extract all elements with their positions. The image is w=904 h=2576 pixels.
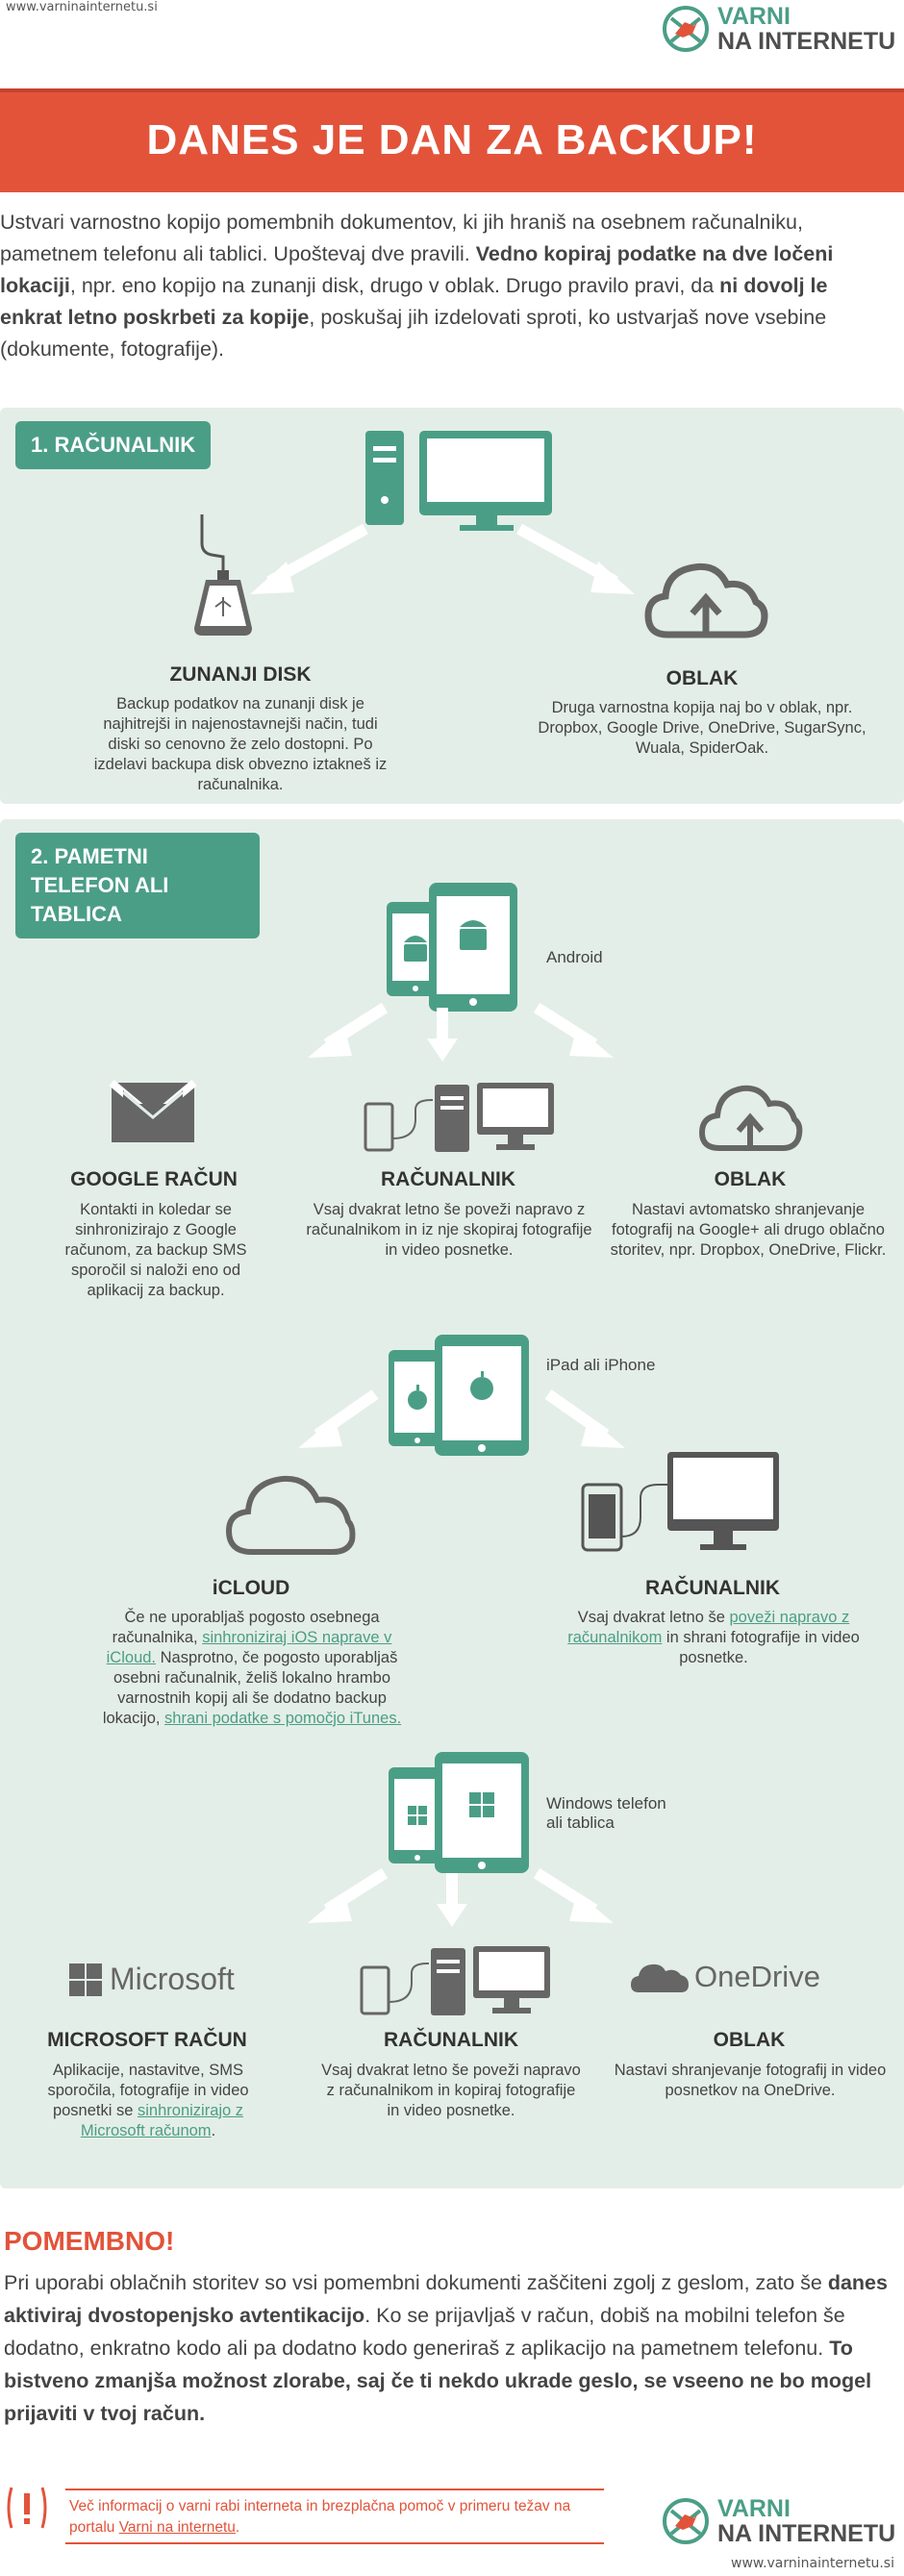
windows-label: Windows telefon ali tablica: [546, 1794, 666, 1832]
external-disk-icon: [194, 514, 252, 636]
microsoft-icon: [69, 1963, 102, 1996]
android-cloud-title: OBLAK: [714, 1168, 787, 1190]
cloud-upload-icon: [698, 1085, 803, 1151]
logo-line1: VARNI: [717, 3, 791, 30]
microsoft-logo-text: Microsoft: [110, 1962, 235, 1996]
desktop-computer-icon: [365, 431, 552, 531]
cloud-title: OBLAK: [665, 667, 739, 689]
ios-pc-title: RAČUNALNIK: [645, 1577, 780, 1599]
arrows-icon: [308, 1867, 614, 1927]
icloud-icon: [225, 1475, 356, 1555]
section2-tag: 2. PAMETNI TELEFON ALI TABLICA: [15, 833, 260, 938]
itunes-link[interactable]: shrani podatke s pomočjo iTunes.: [164, 1710, 402, 1727]
apple-devices-icon: [389, 1335, 529, 1456]
logo-line1: VARNI: [717, 2495, 791, 2522]
footer-url[interactable]: www.varninainternetu.si: [731, 2556, 894, 2571]
onedrive-icon: [631, 1963, 689, 1992]
android-devices-icon: [387, 883, 517, 1012]
title-banner: DANES JE DAN ZA BACKUP!: [0, 88, 904, 192]
icloud-title: iCLOUD: [212, 1577, 290, 1599]
logo-line2: NA INTERNETU: [717, 2520, 896, 2547]
pc-phone-icon: [364, 1083, 554, 1152]
connect-device-link[interactable]: poveži napravo z računalnikom: [567, 1609, 850, 1646]
android-cloud-text: Nastavi avtomatsko shranjevanje fotograf…: [610, 1201, 887, 1259]
microsoft-sync-link[interactable]: sinhronizirajo z Microsoft računom: [80, 2102, 244, 2139]
disk-text: Backup podatkov na zunanji disk je najhi…: [93, 695, 388, 793]
windows-pc-text: Vsaj dvakrat letno še poveži napravo z r…: [321, 2062, 581, 2119]
header-logo[interactable]: VARNI NA INTERNETU: [662, 4, 895, 54]
logo-line2: NA INTERNETU: [717, 28, 896, 55]
android-pc-title: RAČUNALNIK: [381, 1168, 515, 1190]
onedrive-logo: OneDrive: [631, 1960, 820, 1994]
footer-divider: [65, 2542, 604, 2544]
logo-shield-icon: [663, 6, 709, 52]
cloud-upload-icon: [644, 563, 768, 638]
microsoft-logo: Microsoft: [69, 1962, 235, 1997]
footer-note: Več informacij o varni rabi interneta in…: [69, 2498, 571, 2536]
page-title: DANES JE DAN ZA BACKUP!: [146, 116, 758, 163]
cloud-text: Druga varnostna kopija naj bo v oblak, n…: [538, 699, 866, 757]
icloud-text: Če ne uporabljaš pogosto osebnega računa…: [102, 1609, 402, 1727]
android-label: Android: [546, 948, 603, 966]
windows-icon: [408, 1792, 494, 1825]
logo-shield-icon: [663, 2498, 709, 2544]
pc-phone-icon: [360, 1946, 550, 2015]
section1-tag: 1. RAČUNALNIK: [15, 421, 212, 469]
onedrive-logo-text: OneDrive: [694, 1960, 820, 1993]
gmail-icon: [109, 1079, 197, 1142]
arrows-icon: [308, 1002, 614, 1062]
disk-title: ZUNANJI DISK: [169, 663, 312, 686]
warning-icon: [6, 2484, 47, 2532]
windows-cloud-title: OBLAK: [713, 2029, 786, 2051]
iphone-mac-icon: [581, 1452, 779, 1552]
arrows-icon: [250, 523, 635, 594]
site-url[interactable]: www.varninainternetu.si: [6, 0, 158, 14]
important-text: Pri uporabi oblačnih storitev so vsi pom…: [4, 2271, 888, 2425]
ios-label: iPad ali iPhone: [546, 1356, 656, 1374]
icloud-sync-link[interactable]: sinhroniziraj iOS naprave v iCloud.: [106, 1629, 392, 1666]
apple-icon: [408, 1371, 493, 1410]
windows-pc-title: RAČUNALNIK: [384, 2029, 518, 2051]
portal-link[interactable]: Varni na internetu: [118, 2519, 236, 2536]
google-title: GOOGLE RAČUN: [70, 1168, 238, 1190]
android-icon: [404, 920, 487, 962]
ios-pc-text: Vsaj dvakrat letno še poveži napravo z r…: [567, 1609, 860, 1666]
footer-logo[interactable]: VARNI NA INTERNETU: [662, 2496, 895, 2546]
windows-cloud-text: Nastavi shranjevanje fotografij in video…: [614, 2062, 887, 2099]
microsoft-text: Aplikacije, nastavitve, SMS sporočila, f…: [47, 2062, 249, 2139]
intro-text: Ustvari varnostno kopijo pomembnih dokum…: [0, 211, 834, 361]
microsoft-title: MICROSOFT RAČUN: [47, 2029, 247, 2051]
arrows-icon: [298, 1389, 625, 1448]
footer-divider: [65, 2488, 604, 2490]
android-pc-text: Vsaj dvakrat letno še poveži napravo z r…: [306, 1201, 592, 1259]
google-text: Kontakti in koledar se sinhronizirajo z …: [64, 1201, 247, 1299]
windows-devices-icon: [389, 1752, 529, 1873]
important-title: POMEMBNO!: [4, 2226, 175, 2256]
